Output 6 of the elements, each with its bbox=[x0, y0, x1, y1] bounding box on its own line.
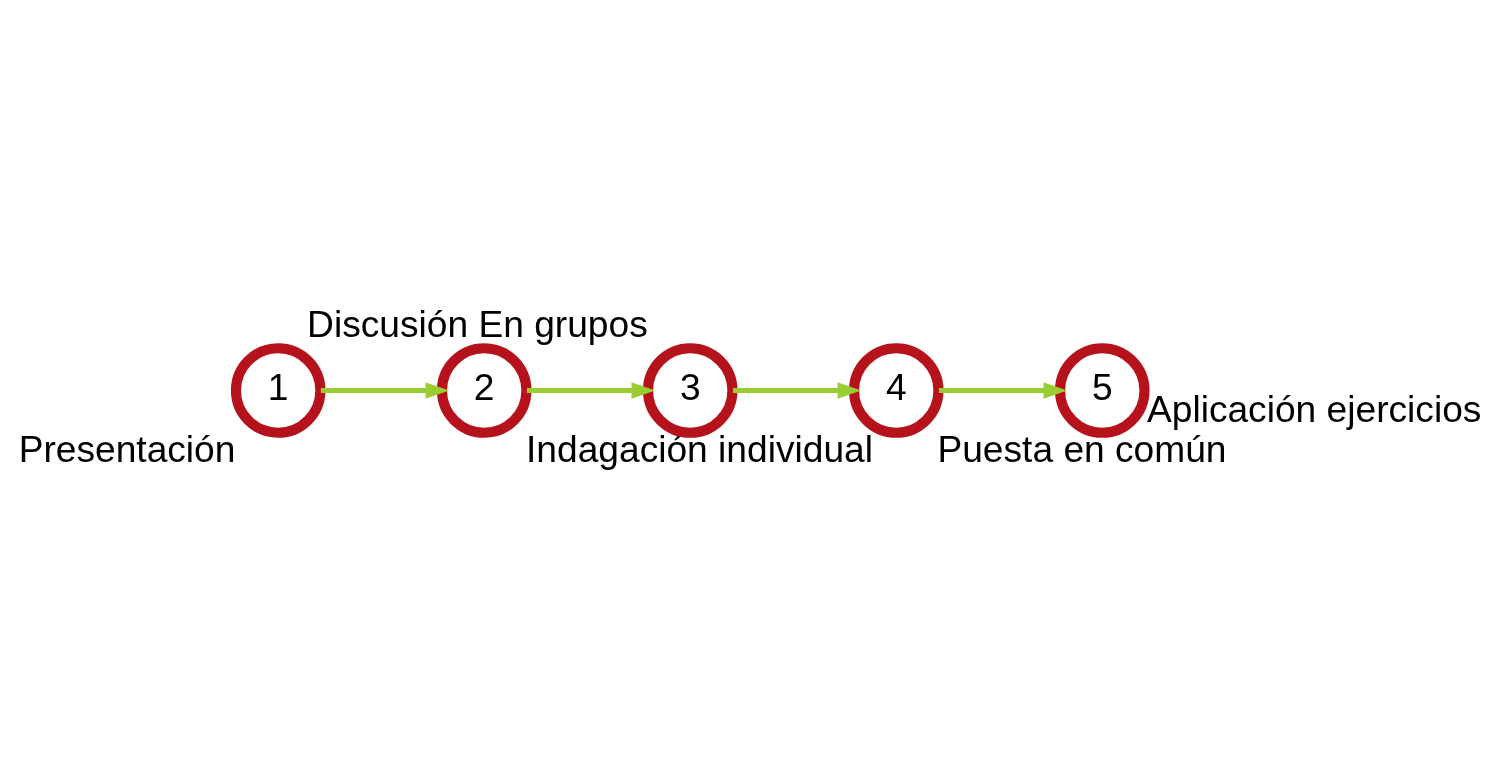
arrow bbox=[320, 381, 450, 399]
node-label: Discusión En grupos bbox=[307, 302, 648, 345]
node-circle: 1 bbox=[230, 342, 326, 438]
arrow bbox=[732, 381, 862, 399]
arrow bbox=[526, 381, 656, 399]
arrow bbox=[938, 381, 1068, 399]
